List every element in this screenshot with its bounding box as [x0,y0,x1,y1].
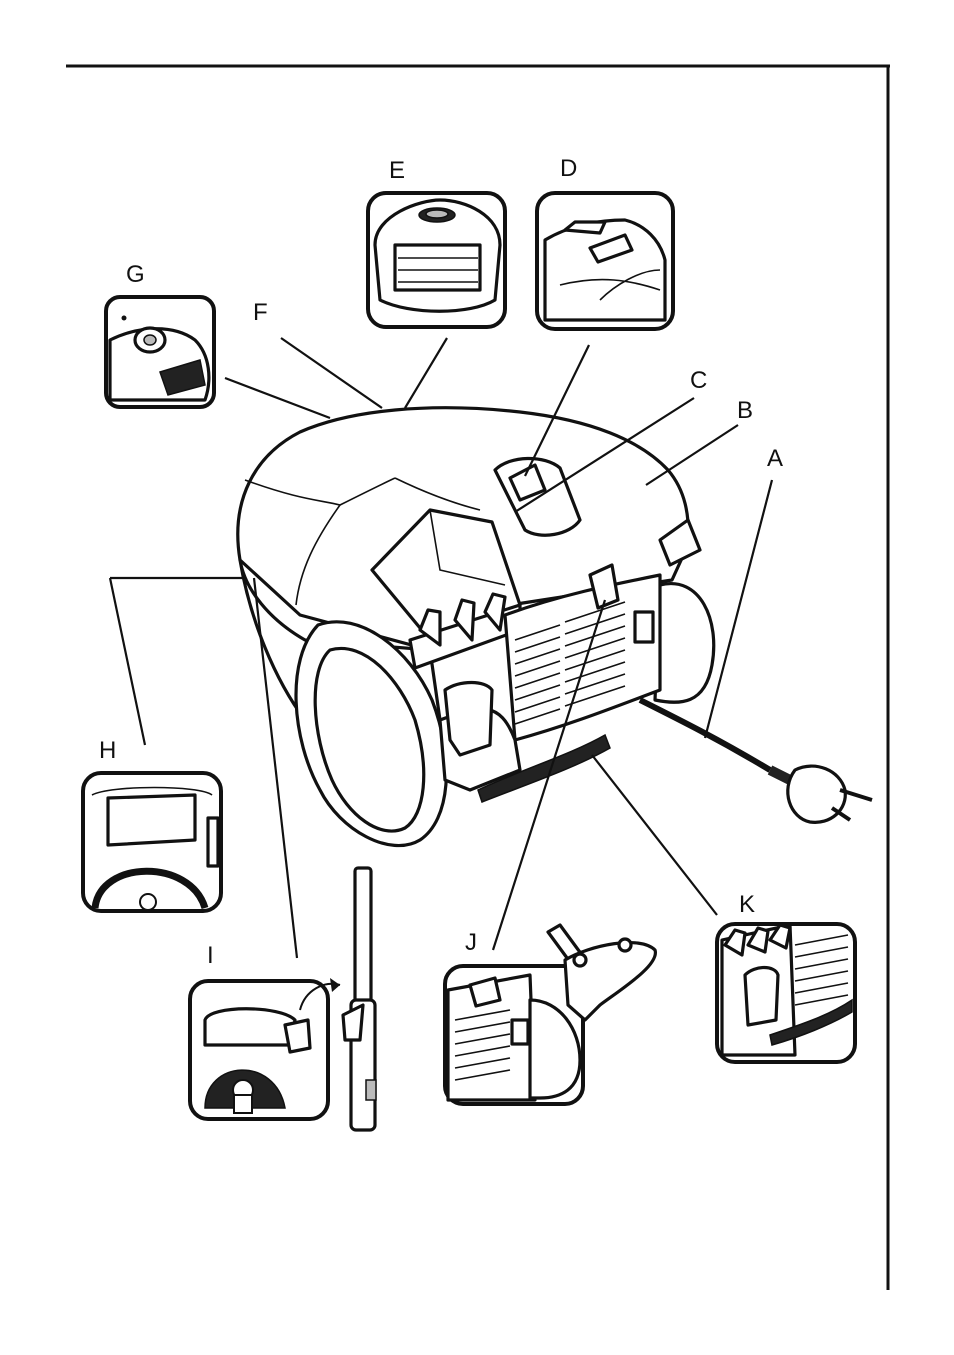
label-j: J [465,929,477,956]
inset-i-tube-parking [190,978,340,1119]
label-e: E [389,157,405,184]
inset-e-filter-cover [368,193,505,327]
inset-d-handle [537,193,673,329]
label-k: K [739,891,755,918]
inset-k-brush [717,924,855,1062]
label-i: I [207,942,214,969]
label-g: G [126,261,145,288]
label-d: D [560,155,577,182]
inset-g-power-control [106,297,214,407]
label-a: A [767,445,783,472]
label-h: H [99,737,116,764]
label-b: B [737,397,753,424]
telescopic-tube [343,868,376,1130]
vacuum-cleaner-body [238,408,872,846]
inset-h-side-view [83,773,221,911]
inset-j-nozzle-parking [445,966,583,1104]
label-f: F [253,299,268,326]
label-c: C [690,367,707,394]
